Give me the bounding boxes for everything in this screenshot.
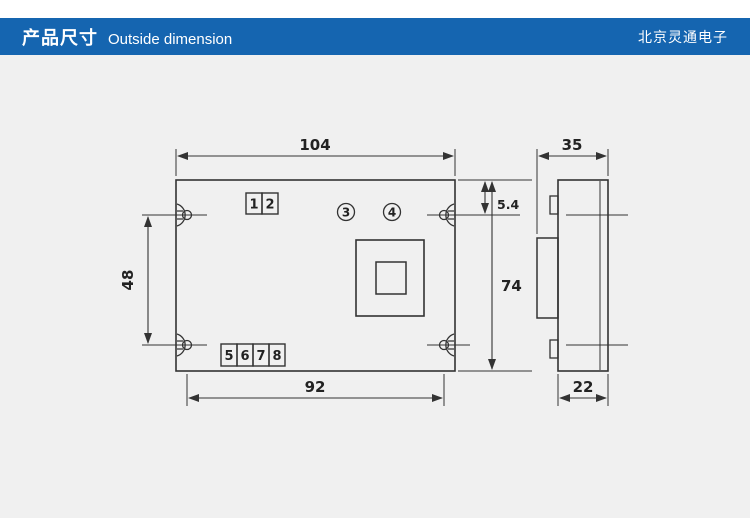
circled-label-4: 4 [388,206,396,220]
page-title-cn: 产品尺寸 [22,27,98,48]
dim-74-label: 74 [501,277,522,295]
header-title: 产品尺寸 Outside dimension [22,24,232,50]
side-view: 35 22 [536,136,628,406]
dimension-side-depth [557,374,609,406]
side-lug-top [549,195,559,215]
circled-terminal-4 [382,202,402,222]
side-lug-bottom [549,339,559,359]
dimension-bottom-width [186,374,445,406]
dimension-top-width [175,149,456,176]
dimension-side-width [536,149,609,234]
dimension-right-height [458,181,532,372]
dim-104-label: 104 [299,136,330,154]
terminal-label-5: 5 [224,349,233,364]
circled-terminal-3 [336,202,356,222]
terminal-boxes-bottom [220,343,286,367]
terminal-label-6: 6 [240,349,249,364]
dim-35-label: 35 [562,136,583,154]
center-window-inner [375,261,407,295]
dim-92-label: 92 [305,378,326,396]
page-background [0,55,750,518]
front-view: 1 2 3 4 5 6 7 8 [119,136,532,406]
terminal-label-1: 1 [249,198,258,213]
terminal-boxes-top [245,192,279,215]
center-window-outer [355,239,425,317]
hole-center-lines [142,214,520,346]
page-title-en: Outside dimension [108,30,233,48]
front-outline [175,179,456,372]
side-center-lines [566,214,628,346]
dim-22-label: 22 [573,378,594,396]
terminal-label-7: 7 [256,349,265,364]
company-name: 北京灵通电子 [638,28,728,45]
dimension-hole-offset [458,179,532,214]
header-bar: 产品尺寸 Outside dimension 北京灵通电子 [0,18,750,55]
side-flange [536,237,559,319]
dim-5-4-label: 5.4 [497,197,519,212]
circled-label-3: 3 [342,206,350,220]
dim-48-label: 48 [119,270,137,291]
terminal-label-8: 8 [272,349,281,364]
terminal-label-2: 2 [265,198,274,213]
